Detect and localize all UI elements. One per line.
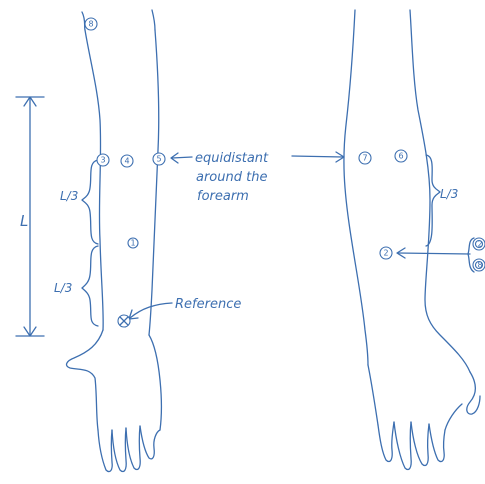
equidistant-arrow-left bbox=[171, 153, 192, 163]
svg-text:4: 4 bbox=[124, 157, 129, 166]
electrode-4: 4 bbox=[121, 155, 133, 167]
electrode-edge-upper: 2 bbox=[473, 238, 485, 250]
electrode-7: 7 bbox=[359, 152, 371, 164]
reference-label: Reference bbox=[175, 297, 241, 312]
equidistant-line-2: around the bbox=[196, 170, 267, 185]
left-arm-outline bbox=[67, 10, 162, 472]
svg-text:8: 8 bbox=[88, 20, 93, 29]
left-braces bbox=[82, 160, 98, 326]
third-label-left-lower: L/3 bbox=[54, 281, 72, 295]
svg-text:2: 2 bbox=[383, 249, 388, 258]
electrode-8: 8 bbox=[85, 18, 97, 30]
reference-electrode bbox=[118, 315, 130, 327]
svg-text:2: 2 bbox=[477, 240, 482, 249]
svg-text:5: 5 bbox=[156, 155, 161, 164]
svg-text:1: 1 bbox=[130, 239, 135, 248]
svg-text:3: 3 bbox=[100, 156, 105, 165]
electrode-1: 1 bbox=[128, 238, 138, 248]
electrode-2-arrow bbox=[397, 248, 470, 258]
third-label-right: L/3 bbox=[440, 187, 458, 201]
svg-text:7: 7 bbox=[362, 154, 367, 163]
electrode-2: 2 bbox=[380, 247, 392, 259]
svg-text:8: 8 bbox=[477, 261, 482, 270]
right-arm-outline bbox=[344, 10, 480, 470]
svg-text:6: 6 bbox=[398, 152, 403, 161]
third-label-left-upper: L/3 bbox=[60, 189, 78, 203]
electrode-5: 5 bbox=[153, 153, 165, 165]
electrode-edge-lower: 8 bbox=[473, 259, 485, 271]
electrode-3: 3 bbox=[97, 154, 109, 166]
equidistant-line-3: forearm bbox=[197, 189, 249, 204]
equidistant-arrow-right bbox=[292, 152, 344, 162]
equidistant-line-1: equidistant bbox=[195, 151, 269, 166]
length-label: L bbox=[20, 212, 28, 230]
electrode-6: 6 bbox=[395, 150, 407, 162]
